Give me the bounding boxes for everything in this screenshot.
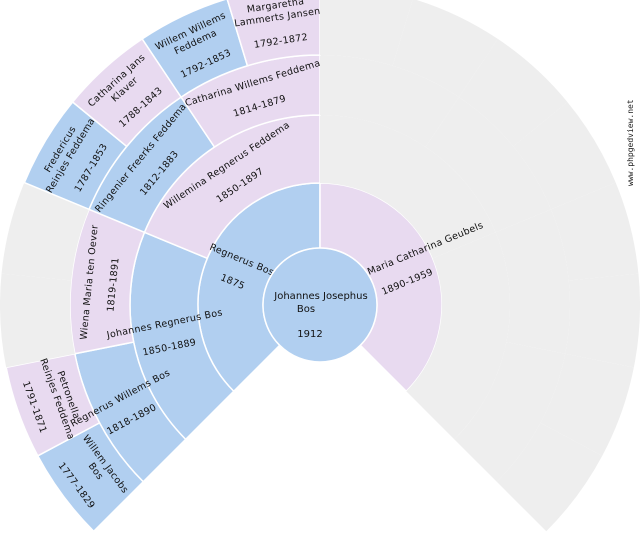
root-person-name-line2: Bos — [297, 304, 315, 315]
root-person-name-line1: Johannes Josephus — [273, 291, 367, 302]
root-person-years: 1912 — [297, 329, 322, 340]
empty-slot-gen4 — [458, 38, 568, 147]
root-person-circle[interactable] — [262, 247, 378, 363]
empty-slot-gen4 — [496, 422, 603, 532]
empty-slot-gen4 — [565, 273, 640, 368]
person-segment-gen4[interactable] — [5, 352, 101, 457]
empty-slot-gen4 — [540, 353, 634, 456]
empty-slot-gen3 — [454, 342, 566, 482]
empty-slot-gen2 — [406, 232, 511, 440]
empty-slot-gen4 — [1, 182, 90, 281]
watermark-container: www.phpgedview.net — [626, 99, 636, 286]
root-person[interactable]: Johannes Josephus Bos 1912 — [262, 247, 378, 363]
watermark-link[interactable]: www.phpgedview.net — [626, 99, 635, 186]
empty-slot-gen4 — [392, 0, 498, 98]
empty-slot-gen4 — [513, 101, 616, 210]
empty-slot-gen3 — [425, 97, 551, 233]
person-years: 1819-1891 — [105, 257, 121, 312]
empty-slot-gen4 — [550, 182, 639, 281]
empty-slot-gen2 — [320, 115, 496, 259]
empty-slot-gen4 — [320, 0, 413, 66]
empty-slot-gen4 — [0, 273, 75, 368]
fan-segments — [0, 0, 640, 533]
empty-slot-gen3 — [320, 55, 459, 148]
empty-slot-gen3 — [495, 209, 571, 354]
